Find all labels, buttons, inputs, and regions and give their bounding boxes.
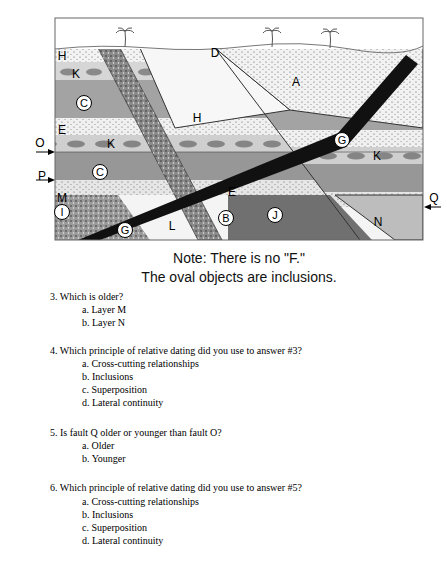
question-line: a. Layer M — [82, 304, 126, 316]
unit-letter: C — [80, 98, 88, 109]
question-line: c. Superposition — [82, 384, 147, 396]
question-line: c. Superposition — [82, 522, 147, 534]
layer-letter: K — [373, 150, 381, 162]
layer-letter: E — [58, 124, 66, 136]
unit-circle: I — [54, 204, 70, 220]
question-line: d. Lateral continuity — [82, 535, 163, 547]
question-line: d. Lateral continuity — [82, 397, 163, 409]
layer-letter: K — [107, 138, 115, 150]
unit-letter: B — [222, 213, 229, 224]
unit-letter: J — [272, 210, 278, 221]
unit-circle: C — [92, 164, 108, 180]
question-line: 6. Which principle of relative dating di… — [50, 482, 302, 494]
question-line: b. Younger — [82, 453, 126, 465]
question-line: b. Inclusions — [82, 509, 133, 521]
question-line: a. Cross-cutting relationships — [82, 358, 199, 370]
layer-letter: N — [374, 216, 383, 228]
unit-letter: G — [338, 135, 347, 146]
unit-letter: G — [121, 225, 130, 236]
question-line: 4. Which principle of relative dating di… — [50, 345, 302, 357]
layer-letter: M — [57, 192, 67, 204]
unit-circle: G — [334, 132, 350, 148]
unit-letter: I — [60, 207, 63, 218]
layer-letter: H — [193, 112, 202, 124]
unit-circle: B — [218, 210, 234, 226]
layer-letter: H — [58, 50, 67, 62]
layer-letter: K — [72, 68, 80, 80]
question-line: b. Layer N — [82, 317, 125, 329]
question-line: 5. Is fault Q older or younger than faul… — [50, 427, 222, 439]
layer-letter: D — [211, 47, 220, 59]
unit-circle: G — [117, 222, 133, 238]
unit-circle: C — [76, 95, 92, 111]
unit-circle: J — [267, 207, 283, 223]
layer-letter: O — [35, 137, 44, 149]
layer-letter: L — [169, 220, 176, 232]
layer-letter: P — [38, 170, 46, 182]
note-text: The oval objects are inclusions. — [30, 269, 447, 285]
question-line: 3. Which is older? — [50, 291, 123, 303]
layer-letter: A — [292, 76, 300, 88]
layer-letter: E — [228, 186, 236, 198]
question-line: b. Inclusions — [82, 371, 133, 383]
unit-letter: C — [96, 167, 104, 178]
layer-letter: Q — [429, 192, 438, 204]
question-line: a. Cross-cutting relationships — [82, 496, 199, 508]
note-text: Note: There is no "F." — [30, 250, 447, 266]
question-line: a. Older — [82, 440, 114, 452]
